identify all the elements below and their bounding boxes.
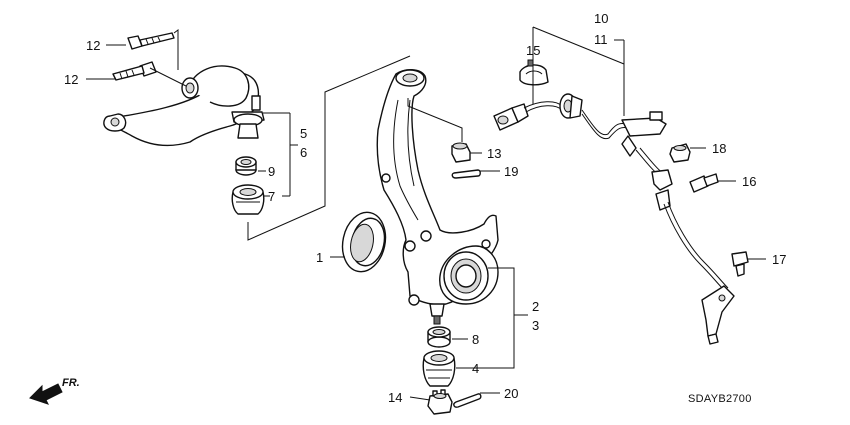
callout-20: 20 <box>504 386 518 401</box>
sensor-connector[interactable] <box>493 103 529 131</box>
upper-arm-bolt-upper[interactable] <box>127 32 175 50</box>
ball-joint-boot-4[interactable] <box>422 350 456 387</box>
callout-5: 5 <box>300 126 307 141</box>
dust-seal-small-9[interactable] <box>235 156 257 176</box>
sensor-bracket[interactable] <box>621 111 667 157</box>
upper-control-arm[interactable] <box>103 65 265 147</box>
ball-joint-boot-7[interactable] <box>231 184 265 215</box>
steering-knuckle[interactable] <box>376 69 499 325</box>
callout-16: 16 <box>742 174 756 189</box>
callout-17: 17 <box>772 252 786 267</box>
callout-7: 7 <box>268 189 275 204</box>
cotter-pin-20[interactable] <box>453 393 482 408</box>
cotter-pin-19[interactable] <box>451 169 481 179</box>
callout-14: 14 <box>388 390 402 405</box>
front-direction-arrow-icon <box>29 383 63 405</box>
callout-12-upper: 12 <box>86 38 100 53</box>
callout-11: 11 <box>594 32 608 47</box>
wheel-speed-sensor[interactable] <box>701 285 735 345</box>
front-direction-label: FR. <box>62 377 80 389</box>
callout-9: 9 <box>268 164 275 179</box>
callout-2: 2 <box>532 299 539 314</box>
callout-10: 10 <box>594 11 608 26</box>
dust-seal-8[interactable] <box>427 326 451 348</box>
bolt-17[interactable] <box>731 251 749 277</box>
callout-15: 15 <box>526 43 540 58</box>
callout-3: 3 <box>532 318 539 333</box>
castle-nut-14[interactable] <box>427 389 453 415</box>
nut-18[interactable] <box>669 143 691 163</box>
upper-arm-bolt-lower[interactable] <box>112 61 157 81</box>
harness-clip-15[interactable] <box>519 59 549 86</box>
callout-19: 19 <box>504 164 518 179</box>
callout-1: 1 <box>316 250 323 265</box>
callout-8: 8 <box>472 332 479 347</box>
callout-6: 6 <box>300 145 307 160</box>
harness-grommet[interactable] <box>559 93 583 119</box>
nut-13[interactable] <box>451 142 471 163</box>
bolt-16[interactable] <box>689 173 719 193</box>
diagram-code: SDAYB2700 <box>688 393 752 405</box>
callout-13: 13 <box>487 146 501 161</box>
callout-12-lower: 12 <box>64 72 78 87</box>
callout-18: 18 <box>712 141 726 156</box>
dust-shield-ring-1[interactable] <box>337 208 391 275</box>
callout-4: 4 <box>472 361 479 376</box>
